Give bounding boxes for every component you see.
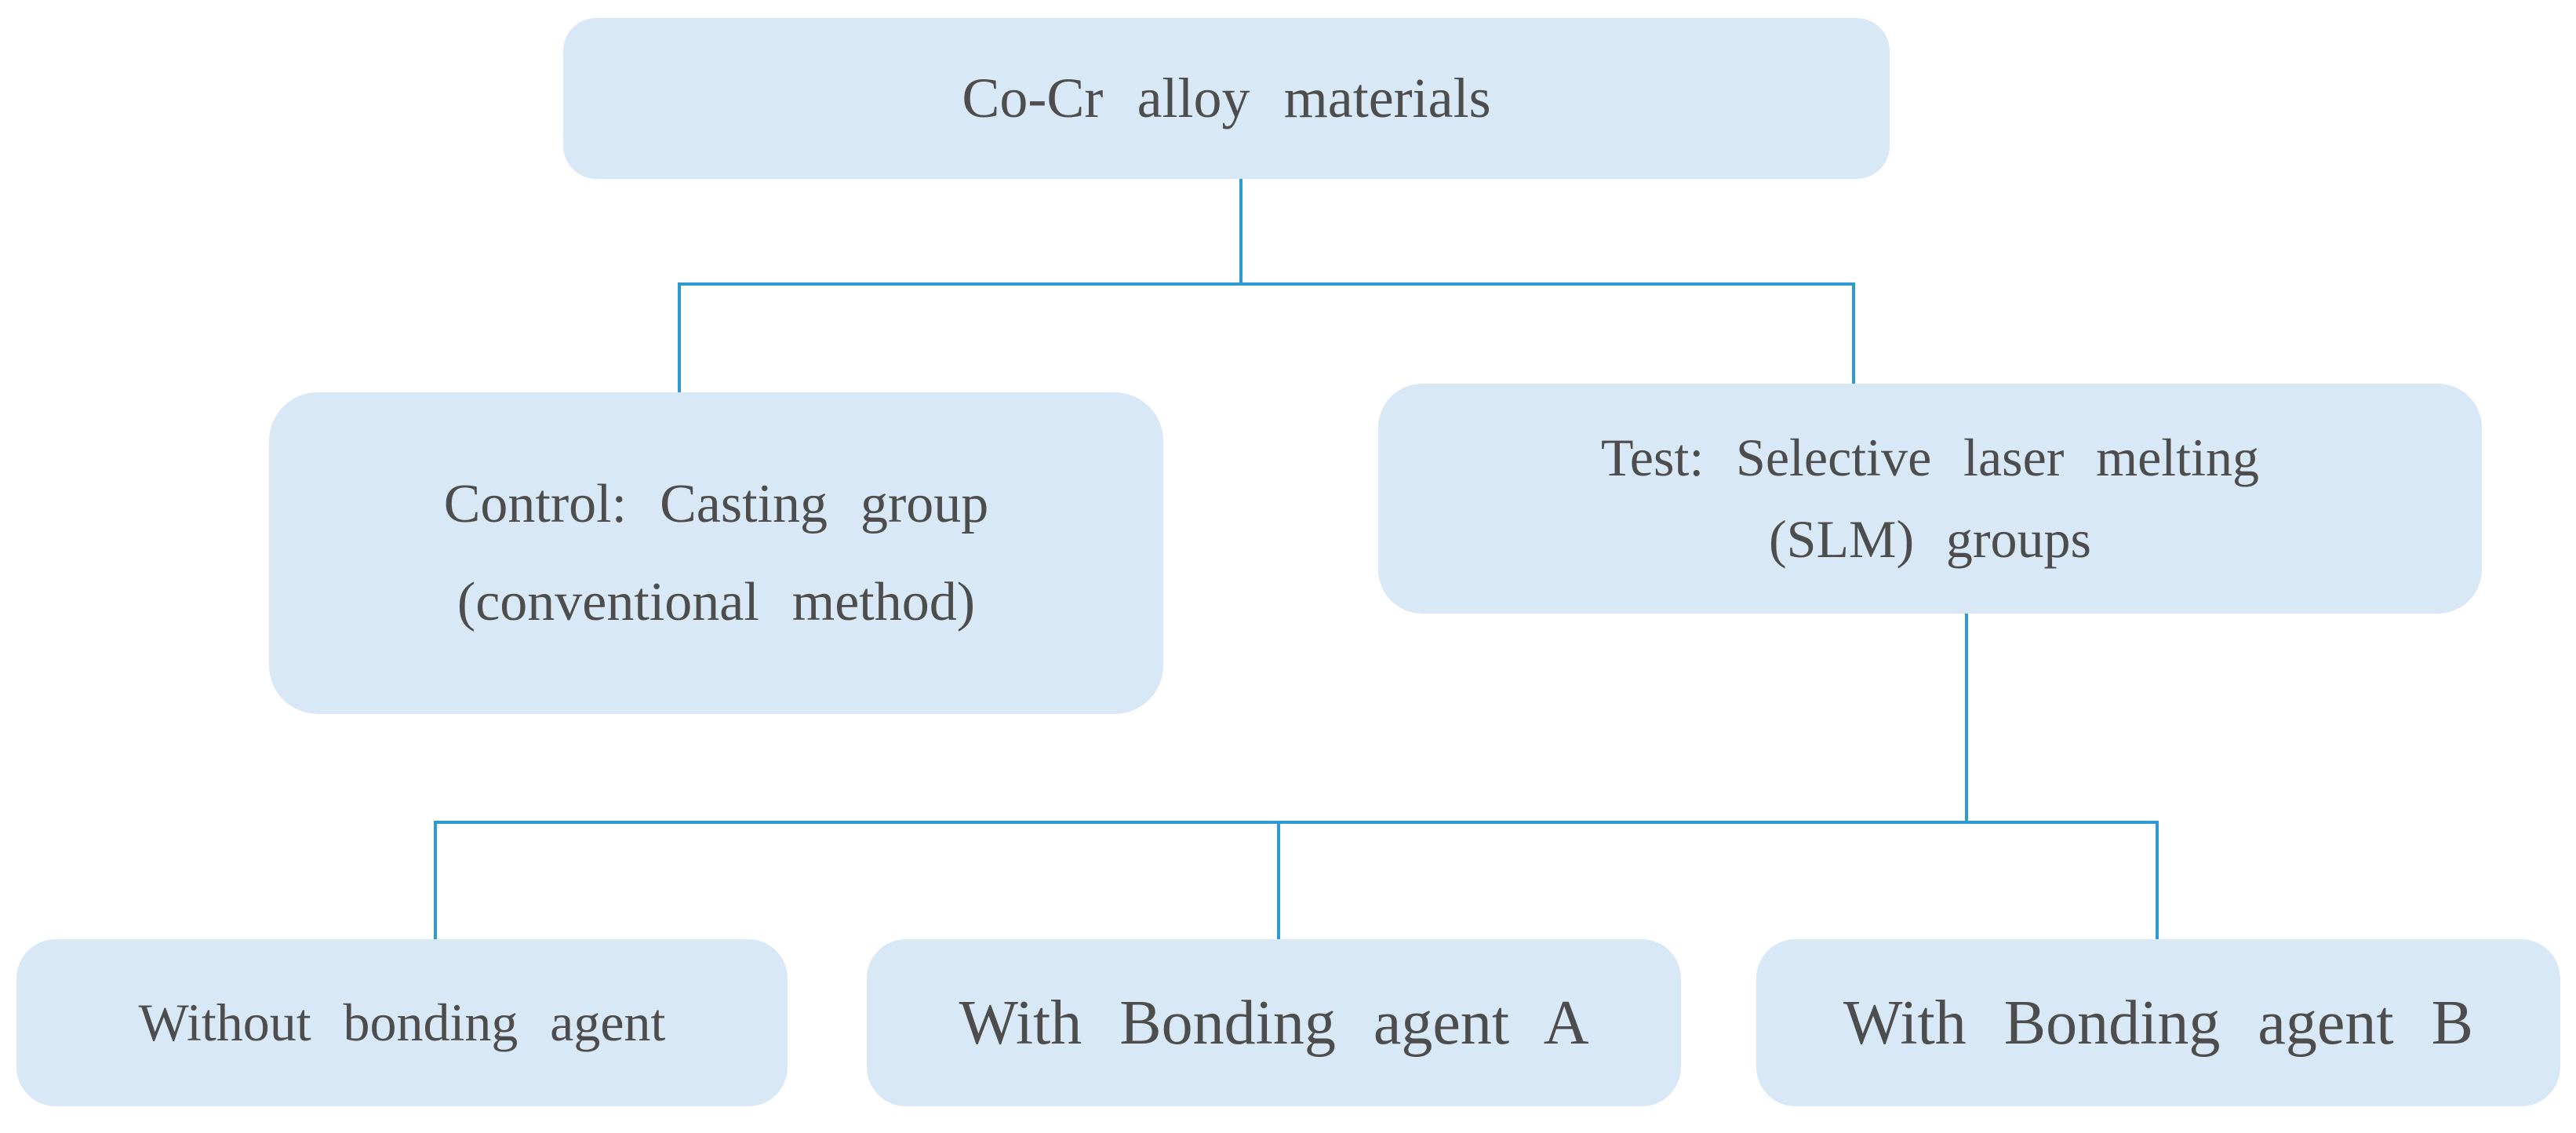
connector-test-stem: [1965, 612, 1968, 824]
node-label-line2: (SLM) groups: [1768, 508, 2091, 569]
node-with-bonding-agent-b: With Bonding agent B: [1756, 939, 2560, 1106]
node-label: Co-Cr alloy materials: [962, 66, 1491, 129]
node-with-bonding-agent-a: With Bonding agent A: [867, 939, 1681, 1106]
node-label-line1: Test: Selective laser melting: [1601, 428, 2259, 488]
node-label-line1: Control: Casting group: [443, 473, 989, 534]
node-co-cr-alloy-materials: Co-Cr alloy materials: [563, 18, 1890, 179]
connector-without-drop: [434, 821, 437, 941]
connector-agent-a-drop: [1277, 821, 1280, 941]
node-label: With Bonding agent B: [1843, 988, 2473, 1058]
connector-control-drop: [678, 282, 681, 394]
node-control-casting-group: Control: Casting group (conventional met…: [269, 392, 1163, 714]
node-label: With Bonding agent A: [959, 988, 1589, 1058]
node-label: Without bonding agent: [138, 992, 666, 1052]
connector-root-stem: [1239, 179, 1243, 286]
connector-level1-horizontal: [678, 282, 1855, 286]
connector-agent-b-drop: [2156, 821, 2159, 941]
node-without-bonding-agent: Without bonding agent: [16, 939, 788, 1106]
connector-test-drop: [1852, 282, 1855, 385]
node-test-slm-groups: Test: Selective laser melting (SLM) grou…: [1378, 384, 2482, 614]
connector-level2-horizontal: [434, 821, 2159, 824]
node-label-line2: (conventional method): [457, 572, 976, 632]
